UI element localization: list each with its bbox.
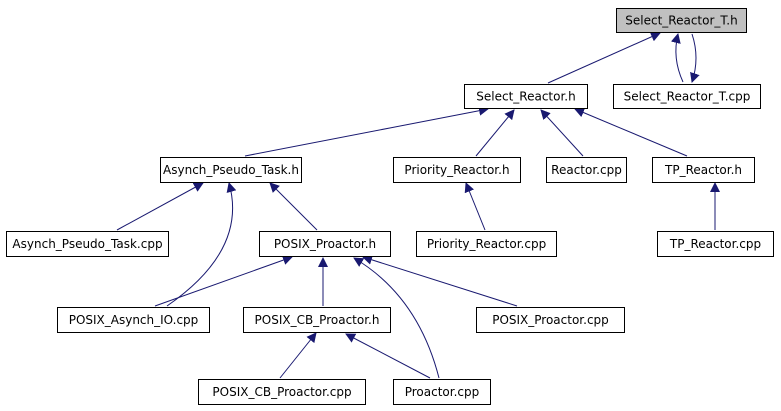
node-box bbox=[393, 157, 521, 183]
edge-priority-reactor-cpp-to-priority-reactor-h bbox=[464, 182, 486, 231]
node-asynch-pseudo-task-cpp[interactable]: Asynch_Pseudo_Task.cpp bbox=[6, 231, 169, 257]
node-label: POSIX_Proactor.cpp bbox=[492, 313, 609, 327]
node-box bbox=[393, 379, 491, 405]
edge-select-reactor-t-cpp-to-select-reactor-t-h bbox=[670, 33, 684, 83]
node-label: Select_Reactor_T.cpp bbox=[624, 90, 751, 104]
edge-posix-cb-proactor-cpp-to-posix-cb-proactor-h bbox=[279, 332, 317, 379]
node-box bbox=[243, 307, 391, 333]
edge-tp-reactor-h-to-select-reactor-h bbox=[574, 107, 688, 157]
edge-asynch-pseudo-task-cpp-to-asynch-pseudo-task-h bbox=[116, 182, 204, 231]
node-label: Priority_Reactor.h bbox=[404, 163, 509, 177]
node-posix-proactor-h[interactable]: POSIX_Proactor.h bbox=[259, 231, 391, 257]
edge-select-reactor-t-h-to-select-reactor-t-cpp bbox=[690, 33, 700, 83]
node-posix-asynch-io-cpp[interactable]: POSIX_Asynch_IO.cpp bbox=[57, 307, 210, 333]
node-select-reactor-t-cpp[interactable]: Select_Reactor_T.cpp bbox=[613, 84, 761, 109]
node-label: TP_Reactor.cpp bbox=[669, 237, 761, 251]
node-label: Priority_Reactor.cpp bbox=[427, 237, 546, 251]
node-priority-reactor-cpp[interactable]: Priority_Reactor.cpp bbox=[416, 231, 557, 257]
edge-select-reactor-h-to-select-reactor-t-h bbox=[547, 32, 661, 84]
node-box bbox=[416, 231, 557, 257]
node-asynch-pseudo-task-h[interactable]: Asynch_Pseudo_Task.h bbox=[160, 157, 302, 183]
node-box bbox=[160, 157, 302, 183]
node-label: POSIX_CB_Proactor.h bbox=[255, 313, 380, 327]
edge-reactor-cpp-to-select-reactor-h bbox=[540, 109, 584, 157]
node-box bbox=[657, 231, 774, 257]
node-label: Select_Reactor_T.h bbox=[625, 14, 737, 28]
node-box bbox=[57, 307, 210, 333]
edge-priority-reactor-h-to-select-reactor-h bbox=[475, 109, 515, 157]
node-reactor-cpp[interactable]: Reactor.cpp bbox=[546, 157, 627, 183]
node-label: POSIX_Proactor.h bbox=[274, 237, 376, 251]
node-posix-cb-proactor-h[interactable]: POSIX_CB_Proactor.h bbox=[243, 307, 391, 333]
node-box bbox=[259, 231, 391, 257]
edge-posix-proactor-cpp-to-posix-proactor-h bbox=[362, 254, 518, 307]
node-posix-cb-proactor-cpp[interactable]: POSIX_CB_Proactor.cpp bbox=[198, 379, 366, 405]
edge-posix-asynch-io-cpp-to-posix-proactor-h bbox=[154, 255, 293, 307]
node-box bbox=[546, 157, 627, 183]
node-box bbox=[616, 8, 747, 33]
node-box bbox=[613, 84, 761, 109]
edge-posix-proactor-h-to-asynch-pseudo-task-h bbox=[269, 182, 318, 231]
node-label: Select_Reactor.h bbox=[476, 90, 575, 104]
node-select-reactor-h[interactable]: Select_Reactor.h bbox=[464, 84, 588, 109]
node-label: Proactor.cpp bbox=[405, 385, 480, 399]
node-posix-proactor-cpp[interactable]: POSIX_Proactor.cpp bbox=[476, 307, 625, 333]
node-label: TP_Reactor.h bbox=[664, 163, 742, 177]
node-label: POSIX_CB_Proactor.cpp bbox=[212, 385, 351, 399]
node-box bbox=[6, 231, 169, 257]
edge-asynch-pseudo-task-h-to-select-reactor-h bbox=[244, 105, 489, 157]
node-label: Asynch_Pseudo_Task.h bbox=[163, 163, 299, 177]
node-box bbox=[476, 307, 625, 333]
node-box bbox=[464, 84, 588, 109]
edge-proactor-cpp-to-posix-cb-proactor-h bbox=[345, 333, 431, 379]
node-box bbox=[198, 379, 366, 405]
node-label: Reactor.cpp bbox=[551, 163, 622, 177]
node-priority-reactor-h[interactable]: Priority_Reactor.h bbox=[393, 157, 521, 183]
edge-proactor-cpp-to-posix-proactor-h bbox=[353, 257, 440, 379]
edge-posix-asynch-io-cpp-to-asynch-pseudo-task-h bbox=[166, 182, 237, 307]
node-box bbox=[652, 157, 755, 183]
node-proactor-cpp[interactable]: Proactor.cpp bbox=[393, 379, 491, 405]
node-label: Asynch_Pseudo_Task.cpp bbox=[12, 237, 162, 251]
node-tp-reactor-h[interactable]: TP_Reactor.h bbox=[652, 157, 755, 183]
node-tp-reactor-cpp[interactable]: TP_Reactor.cpp bbox=[657, 231, 774, 257]
node-select-reactor-t-h[interactable]: Select_Reactor_T.h bbox=[616, 8, 747, 33]
node-label: POSIX_Asynch_IO.cpp bbox=[69, 313, 199, 327]
